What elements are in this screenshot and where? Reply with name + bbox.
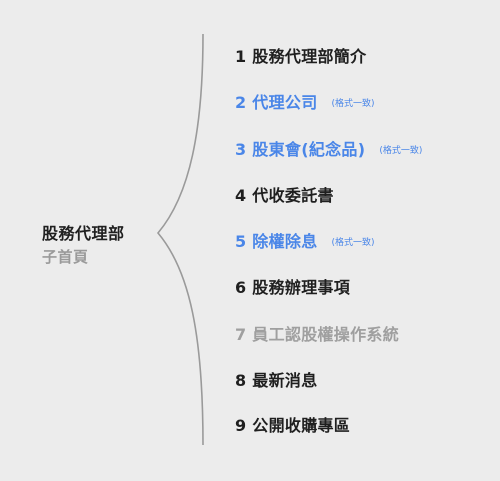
root-title: 股務代理部 <box>42 224 125 243</box>
item-note: (格式一致) <box>331 238 375 248</box>
menu-item-1[interactable]: 1 股務代理部簡介 <box>235 43 366 67</box>
menu-item-4[interactable]: 4 代收委託書 <box>235 182 334 206</box>
item-label: 9 公開收購專區 <box>235 416 351 435</box>
item-label: 1 股務代理部簡介 <box>235 47 367 66</box>
menu-item-9[interactable]: 9 公開收購專區 <box>235 412 350 436</box>
item-label: 7 員工認股權操作系統 <box>235 325 400 344</box>
menu-item-3[interactable]: 3 股東會(紀念品) (格式一致) <box>235 136 422 160</box>
menu-item-5[interactable]: 5 除權除息 (格式一致) <box>235 228 375 252</box>
item-note: (格式一致) <box>379 146 423 156</box>
item-label: 4 代收委託書 <box>235 186 334 205</box>
menu-item-8[interactable]: 8 最新消息 <box>235 367 318 391</box>
item-label: 3 股東會(紀念品) <box>235 140 366 159</box>
root-subtitle: 子首頁 <box>42 248 89 266</box>
item-label: 2 代理公司 <box>235 93 318 112</box>
item-label: 8 最新消息 <box>235 371 318 390</box>
menu-item-2[interactable]: 2 代理公司 (格式一致) <box>235 89 375 113</box>
item-label: 5 除權除息 <box>235 232 318 251</box>
menu-item-6[interactable]: 6 股務辦理事項 <box>235 274 350 298</box>
item-note: (格式一致) <box>331 99 375 109</box>
menu-item-7[interactable]: 7 員工認股權操作系統 <box>235 321 399 345</box>
item-label: 6 股務辦理事項 <box>235 278 351 297</box>
